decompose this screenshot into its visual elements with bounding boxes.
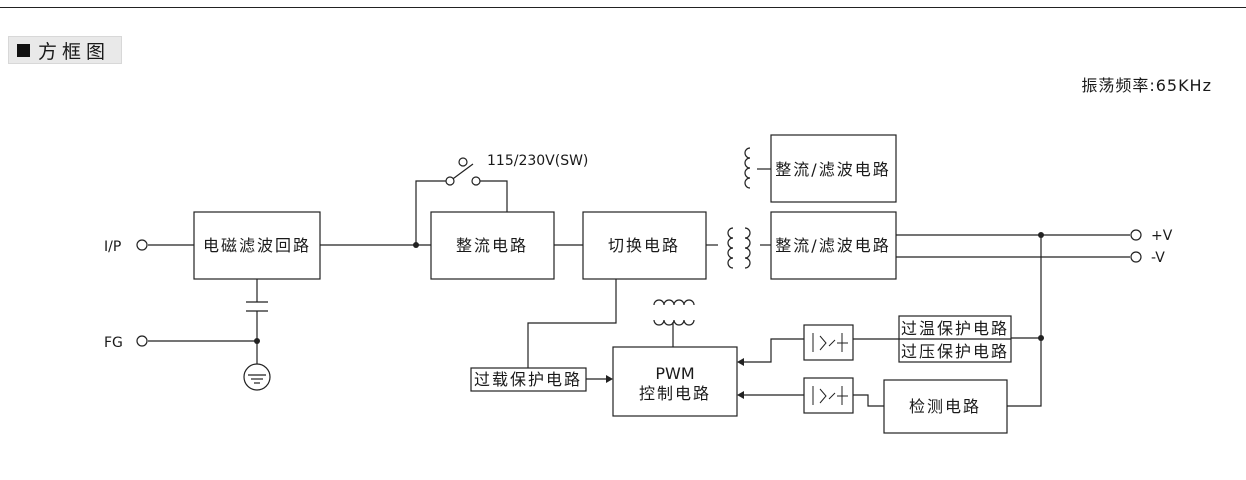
- ip-label: I/P: [104, 239, 121, 255]
- pos-v-label: +V: [1151, 228, 1173, 244]
- oscillation-frequency: 振荡频率:65KHz: [1081, 76, 1212, 95]
- switch-lever-icon: [458, 157, 468, 167]
- switch-contact-icon: [471, 176, 481, 186]
- top-rule: [0, 7, 1246, 8]
- rect-filter-top-label: 整流/滤波电路: [775, 160, 890, 179]
- fg-terminal-icon: [136, 335, 148, 347]
- secondary-coil-icon: [744, 147, 751, 189]
- over-temp-label: 过温保护电路: [901, 319, 1009, 338]
- detection-label: 检测电路: [909, 397, 981, 416]
- square-bullet-icon: [17, 43, 30, 57]
- switching-block: [582, 211, 707, 280]
- pos-v-terminal-icon: [1130, 229, 1142, 241]
- pwm-block: [612, 346, 738, 417]
- section-title-text: 方框图: [38, 40, 111, 63]
- pwm-label: PWM: [655, 364, 694, 383]
- pwm-control-label: 控制电路: [639, 384, 711, 403]
- pwm-transformer-icon: [653, 299, 695, 326]
- ip-terminal-icon: [136, 239, 148, 251]
- overload-block: [470, 367, 587, 392]
- overload-label: 过载保护电路: [474, 370, 582, 389]
- emi-filter-block: [193, 211, 321, 280]
- section-title: 方框图: [8, 36, 122, 64]
- rect-filter-main-block: [770, 211, 897, 280]
- fg-label: FG: [104, 335, 123, 351]
- rect-filter-main-label: 整流/滤波电路: [775, 236, 890, 255]
- neg-v-label: -V: [1151, 250, 1165, 266]
- rect-filter-top-block: [770, 134, 897, 203]
- rectifier-label: 整流电路: [456, 236, 528, 255]
- rectifier-block: [430, 211, 555, 280]
- transformer-icon: [727, 227, 751, 269]
- detection-block: [883, 379, 1008, 434]
- over-voltage-label: 过压保护电路: [901, 342, 1009, 361]
- switch-contact-icon: [445, 176, 455, 186]
- switch-label: 115/230V(SW): [487, 153, 588, 169]
- switching-label: 切换电路: [608, 236, 680, 255]
- emi-filter-label: 电磁滤波回路: [203, 236, 311, 255]
- neg-v-terminal-icon: [1130, 251, 1142, 263]
